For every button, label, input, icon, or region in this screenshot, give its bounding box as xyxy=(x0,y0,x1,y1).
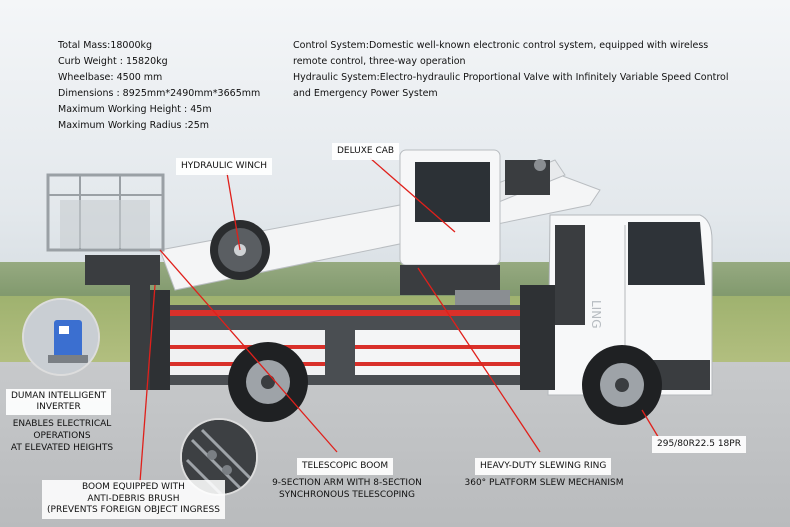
label-inverter: DUMAN INTELLIGENT INVERTER xyxy=(6,389,112,415)
brand-lettering: LING xyxy=(589,300,603,329)
leader-hydraulic-winch xyxy=(226,172,241,251)
label-slewing-ring: HEAVY-DUTY SLEWING RING xyxy=(475,458,612,475)
inverter-closeup xyxy=(22,298,100,376)
leader-deluxe-cab xyxy=(369,157,456,233)
spec-total-mass: Total Mass:18000kg xyxy=(58,40,153,51)
spec-hydraulic-system: Hydraulic System:Electro-hydraulic Propo… xyxy=(293,72,729,83)
boom-desc-1: 9-SECTION ARM WITH 8-SECTION xyxy=(272,478,422,488)
label-inverter-desc: ENABLES ELECTRICAL OPERATIONS AT ELEVATE… xyxy=(4,418,120,454)
leader-tire xyxy=(641,409,661,441)
label-telescopic-boom: TELESCOPIC BOOM xyxy=(297,458,394,475)
label-brush: BOOM EQUIPPED WITH ANTI-DEBRIS BRUSH (PR… xyxy=(42,480,225,519)
work-basket xyxy=(46,173,165,252)
label-slewing-desc: 360° PLATFORM SLEW MECHANISM xyxy=(464,478,624,488)
inverter-line-2: INVERTER xyxy=(36,402,81,412)
spec-dimensions: Dimensions : 8925mm*2490mm*3665mm xyxy=(58,88,261,99)
leader-slewing-ring xyxy=(417,267,541,453)
brush-line-3: (PREVENTS FOREIGN OBJECT INGRESS xyxy=(47,505,220,515)
spec-hydraulic-system-cont: and Emergency Power System xyxy=(293,88,438,99)
truck-cab: LING xyxy=(547,214,713,396)
inverter-line-1: DUMAN INTELLIGENT xyxy=(11,391,107,401)
boom-desc-2: SYNCHRONOUS TELESCOPING xyxy=(278,490,416,500)
spec-control-system: Control System:Domestic well-known elect… xyxy=(293,40,709,51)
spec-max-radius: Maximum Working Radius :25m xyxy=(58,120,210,131)
label-tire: 295/80R22.5 18PR xyxy=(652,436,746,453)
brush-line-1: BOOM EQUIPPED WITH xyxy=(81,482,185,492)
front-wheel xyxy=(582,345,662,425)
label-boom-desc: 9-SECTION ARM WITH 8-SECTION SYNCHRONOUS… xyxy=(262,477,432,501)
leader-telescopic-boom xyxy=(159,249,338,453)
leader-brush xyxy=(139,284,156,483)
spec-list-left: Total Mass:18000kg Curb Weight : 15820kg… xyxy=(58,38,288,134)
spec-list-right: Control System:Domestic well-known elect… xyxy=(293,38,743,102)
inverter-desc-2: OPERATIONS xyxy=(33,431,91,441)
spec-curb-weight: Curb Weight : 15820kg xyxy=(58,56,168,67)
label-hydraulic-winch: HYDRAULIC WINCH xyxy=(176,158,272,175)
inverter-desc-1: ENABLES ELECTRICAL xyxy=(12,419,112,429)
brush-line-2: ANTI-DEBRIS BRUSH xyxy=(87,493,180,504)
spec-max-height: Maximum Working Height : 45m xyxy=(58,104,212,115)
label-deluxe-cab: DELUXE CAB xyxy=(332,143,400,160)
inverter-desc-3: AT ELEVATED HEIGHTS xyxy=(10,443,114,453)
spec-wheelbase: Wheelbase: 4500 mm xyxy=(58,72,163,83)
spec-control-system-cont: remote control, three-way operation xyxy=(293,56,466,67)
rear-wheel xyxy=(228,342,308,422)
